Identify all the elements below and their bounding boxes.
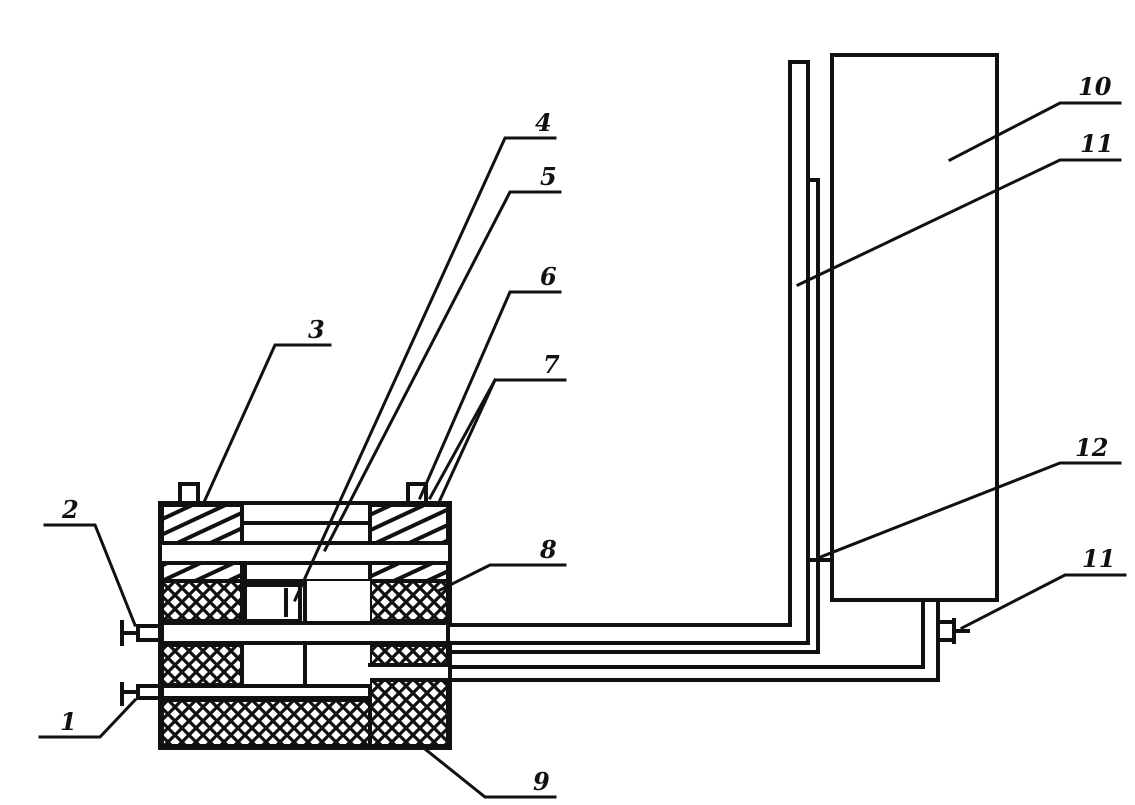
label-12: 12 [1075, 433, 1108, 462]
leader-9 [417, 742, 557, 799]
valve-lower [136, 684, 162, 700]
leader-11-top [796, 158, 1122, 287]
label-11-bottom: 11 [1082, 544, 1115, 573]
top-seal-right [368, 503, 450, 545]
leader-lines [38, 101, 1127, 799]
vessel-body [830, 53, 999, 602]
label-4: 4 [535, 108, 552, 137]
label-2: 2 [61, 495, 79, 524]
leader-12 [816, 461, 1122, 560]
label-9: 9 [533, 767, 550, 796]
insulation-right-mid [368, 643, 450, 667]
leader-6 [418, 290, 562, 500]
insulation-bottom [160, 698, 372, 748]
probe [243, 583, 302, 623]
pipe-outer [448, 558, 820, 654]
bore-lower [160, 684, 372, 700]
label-3: 3 [308, 315, 325, 344]
leader-2 [43, 523, 137, 627]
pipe-tall [448, 60, 810, 645]
insulation-right-lower [368, 678, 450, 748]
mid-seal-right [368, 561, 450, 583]
label-7: 7 [543, 350, 560, 379]
leader-10 [947, 101, 1122, 163]
insulation-right-upper [368, 579, 450, 623]
leader-1 [38, 697, 138, 739]
valve-bottom [936, 620, 956, 642]
callout-labels: 1 2 3 4 5 6 7 8 9 10 11 12 11 [60, 72, 1115, 796]
leader-4 [293, 136, 557, 602]
label-11-top: 11 [1080, 129, 1113, 158]
insulation-left-upper [160, 579, 244, 623]
vessel [830, 53, 999, 644]
top-knob-left [178, 482, 200, 505]
left-chamber-block [120, 482, 452, 750]
label-6: 6 [540, 262, 557, 291]
top-seal-left [160, 503, 244, 545]
leader-8 [437, 563, 567, 593]
label-5: 5 [540, 162, 557, 191]
leader-3 [203, 343, 332, 502]
insulation-left-lower [160, 643, 244, 687]
leader-5 [322, 190, 562, 553]
valve-upper [136, 624, 162, 642]
label-8: 8 [539, 535, 557, 564]
bore-upper [160, 621, 450, 645]
label-1: 1 [60, 707, 77, 736]
label-10: 10 [1078, 72, 1112, 101]
leader-7 [438, 378, 567, 502]
leader-11-bottom [959, 573, 1127, 631]
mid-seal-left [160, 561, 244, 583]
